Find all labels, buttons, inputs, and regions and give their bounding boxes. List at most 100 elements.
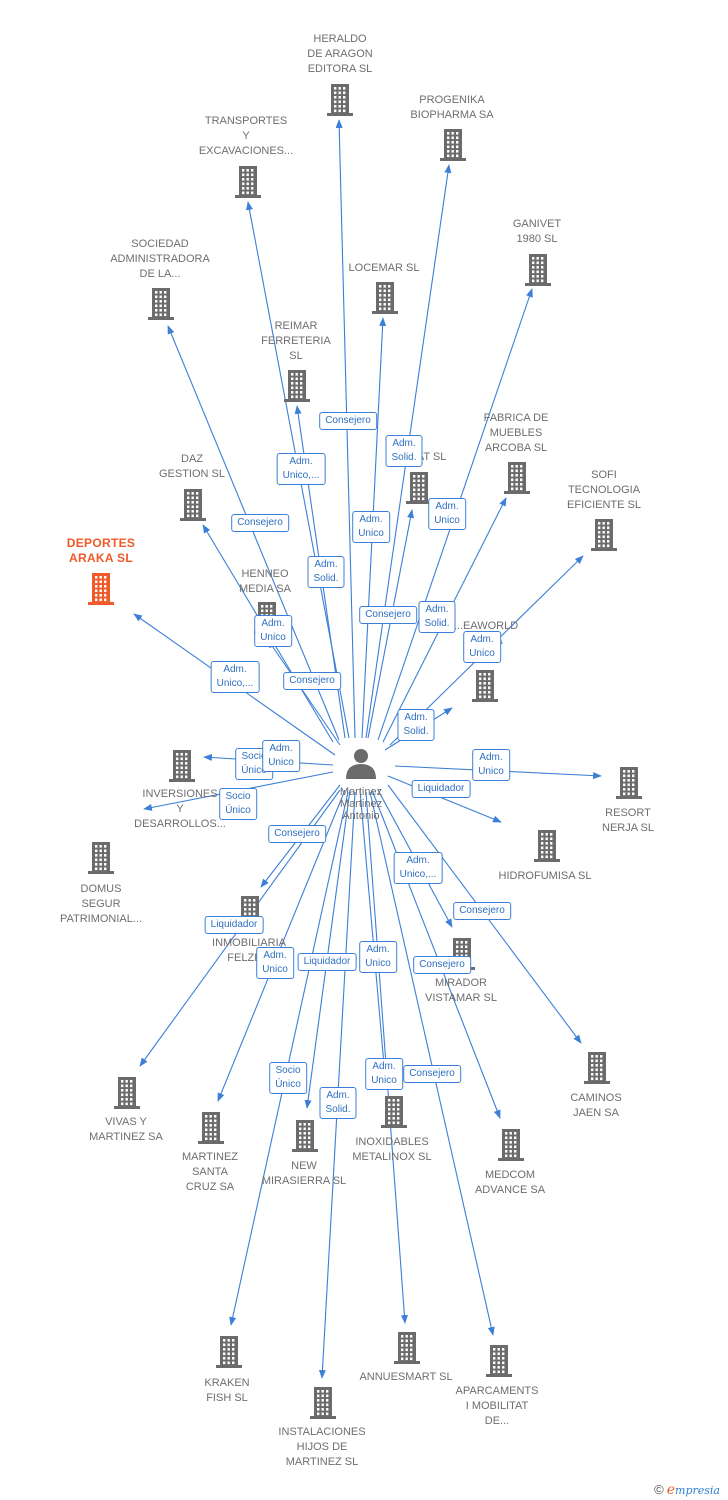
building-icon-medcom[interactable] xyxy=(498,1129,524,1161)
node-label-reimar[interactable]: REIMAR FERRETERIA SL xyxy=(261,320,331,362)
edge-label: Consejero xyxy=(283,672,341,690)
building-icon-seaworld[interactable] xyxy=(472,670,498,702)
edge-label: Liquidador xyxy=(204,916,264,934)
edge-label: Adm. Unico xyxy=(256,947,294,979)
building-icon-instalaciones[interactable] xyxy=(310,1387,336,1419)
edge-aparcaments xyxy=(369,791,495,1336)
edge-label: Consejero xyxy=(403,1065,461,1083)
node-label-heraldo[interactable]: HERALDO DE ARAGON EDITORA SL xyxy=(307,33,373,75)
edge-label: Adm. Unico xyxy=(428,498,466,530)
edge-mirasierra xyxy=(304,789,351,1109)
edge-label: Adm. Unico xyxy=(359,941,397,973)
edge-henneo xyxy=(267,639,341,746)
building-icon-locemar[interactable] xyxy=(372,282,398,314)
edge-label: Adm. Unico,... xyxy=(210,661,260,693)
edge-hidrofumisa xyxy=(387,775,502,823)
edge-label: Adm. Unico xyxy=(472,749,510,781)
node-label-resort[interactable]: RESORT NERJA SL xyxy=(602,807,654,834)
edge-instalaciones xyxy=(318,791,356,1379)
edge-label: Adm. Solid. xyxy=(385,435,423,467)
edge-dlat xyxy=(367,509,414,739)
node-label-instalaciones[interactable]: INSTALACIONES HIJOS DE MARTINEZ SL xyxy=(278,1426,366,1468)
building-icon-vivas[interactable] xyxy=(114,1077,140,1109)
edge-label: Socio Único xyxy=(219,788,257,820)
building-icon-mirasierra[interactable] xyxy=(292,1120,318,1152)
brand-e: e xyxy=(666,1482,676,1498)
node-label-vivas[interactable]: VIVAS Y MARTINEZ SA xyxy=(89,1116,163,1143)
edge-label: Consejero xyxy=(268,825,326,843)
node-label-sofi[interactable]: SOFI TECNOLOGIA EFICIENTE SL xyxy=(567,469,641,511)
edge-label: Liquidador xyxy=(297,953,357,971)
edge-label: Adm. Solid. xyxy=(307,556,345,588)
edge-label: Consejero xyxy=(319,412,377,430)
edge-label: Adm. Unico xyxy=(463,631,501,663)
edge-sociedad xyxy=(167,325,340,741)
node-label-medcom[interactable]: MEDCOM ADVANCE SA xyxy=(474,1169,546,1196)
building-icon-ganivet[interactable] xyxy=(525,254,551,286)
node-label-henneo[interactable]: HENNEO MEDIA SA xyxy=(239,568,291,595)
edge-kraken xyxy=(229,791,349,1326)
node-label-inoxidables[interactable]: INOXIDABLES METALINOX SL xyxy=(352,1136,432,1163)
node-label-mirasierra[interactable]: NEW MIRASIERRA SL xyxy=(261,1160,347,1187)
building-icon-santacruz[interactable] xyxy=(198,1112,224,1144)
node-label-locemar[interactable]: LOCEMAR SL xyxy=(348,262,420,274)
edge-label: Adm. Unico xyxy=(262,740,300,772)
building-icon-daz[interactable] xyxy=(180,489,206,521)
edge-label: Adm. Unico,... xyxy=(393,852,443,884)
edge-inoxidables xyxy=(359,789,389,1089)
edge-label: Adm. Solid. xyxy=(397,709,435,741)
building-icon-caminos[interactable] xyxy=(584,1052,610,1084)
building-icon-kraken[interactable] xyxy=(216,1336,242,1368)
building-icon-inoxidables[interactable] xyxy=(381,1096,407,1128)
edge-medcom xyxy=(371,789,501,1119)
building-icon-deportes[interactable] xyxy=(88,573,114,605)
node-label-sociedad[interactable]: SOCIEDAD ADMINISTRADORA DE LA... xyxy=(110,238,210,280)
node-label-inversiones[interactable]: INVERSIONES Y DESARROLLOS... xyxy=(134,788,226,830)
building-icon-dlat[interactable] xyxy=(406,472,432,504)
edge-label: Liquidador xyxy=(411,780,471,798)
copyright-icon: © xyxy=(654,1482,664,1497)
footer-brand[interactable]: ©empresia xyxy=(654,1482,720,1498)
building-icon-domus[interactable] xyxy=(88,842,114,874)
edge-label: Consejero xyxy=(359,606,417,624)
node-label-daz[interactable]: DAZ GESTION SL xyxy=(158,453,226,480)
edge-label: Adm. Unico xyxy=(352,511,390,543)
person-label[interactable]: Martinez Martinez Antonio xyxy=(339,786,383,822)
building-icon-sofi[interactable] xyxy=(591,519,617,551)
node-label-caminos[interactable]: CAMINOS JAEN SA xyxy=(570,1092,622,1119)
building-icon-resort[interactable] xyxy=(616,767,642,799)
node-label-santacruz[interactable]: MARTINEZ SANTA CRUZ SA xyxy=(181,1151,239,1193)
edge-label: Adm. Solid. xyxy=(418,601,456,633)
edge-label: Adm. Unico xyxy=(254,615,292,647)
edge-label: Consejero xyxy=(453,902,511,920)
building-icon-heraldo[interactable] xyxy=(327,84,353,116)
building-icon-aparcaments[interactable] xyxy=(486,1345,512,1377)
building-icon-hidrofumisa[interactable] xyxy=(534,830,560,862)
edge-annuesmart xyxy=(365,791,408,1324)
node-label-ganivet[interactable]: GANIVET 1980 SL xyxy=(512,218,562,245)
node-label-domus[interactable]: DOMUS SEGUR PATRIMONIAL... xyxy=(59,883,143,925)
building-icon-fabrica[interactable] xyxy=(504,462,530,494)
node-label-kraken[interactable]: KRAKEN FISH SL xyxy=(204,1377,250,1404)
edge-label: Consejero xyxy=(231,514,289,532)
building-icon-progenika[interactable] xyxy=(440,129,466,161)
building-icon-reimar[interactable] xyxy=(284,370,310,402)
node-label-hidrofumisa[interactable]: HIDROFUMISA SL xyxy=(498,870,592,882)
node-label-progenika[interactable]: PROGENIKA BIOPHARMA SA xyxy=(410,94,494,121)
edge-label: Adm. Unico,... xyxy=(276,453,326,485)
node-label-mirador[interactable]: MIRADOR VISTAMAR SL xyxy=(425,977,497,1004)
person-icon[interactable] xyxy=(346,749,376,779)
edge-label: Socio Único xyxy=(269,1062,307,1094)
node-label-fabrica[interactable]: FABRICA DE MUEBLES ARCOBA SL xyxy=(483,412,549,454)
node-label-aparcaments[interactable]: APARCAMENTS I MOBILITAT DE... xyxy=(455,1385,539,1427)
building-icon-transportes[interactable] xyxy=(235,166,261,198)
node-label-annuesmart[interactable]: ANNUESMART SL xyxy=(359,1371,453,1383)
node-label-deportes[interactable]: DEPORTES ARAKA SL xyxy=(66,536,136,565)
building-icon-inversiones[interactable] xyxy=(169,750,195,782)
node-label-transportes[interactable]: TRANSPORTES Y EXCAVACIONES... xyxy=(198,115,294,157)
building-icon-sociedad[interactable] xyxy=(148,288,174,320)
edge-label: Adm. Solid. xyxy=(319,1087,357,1119)
brand-name: mpresia xyxy=(675,1484,720,1497)
building-icon-annuesmart[interactable] xyxy=(394,1332,420,1364)
